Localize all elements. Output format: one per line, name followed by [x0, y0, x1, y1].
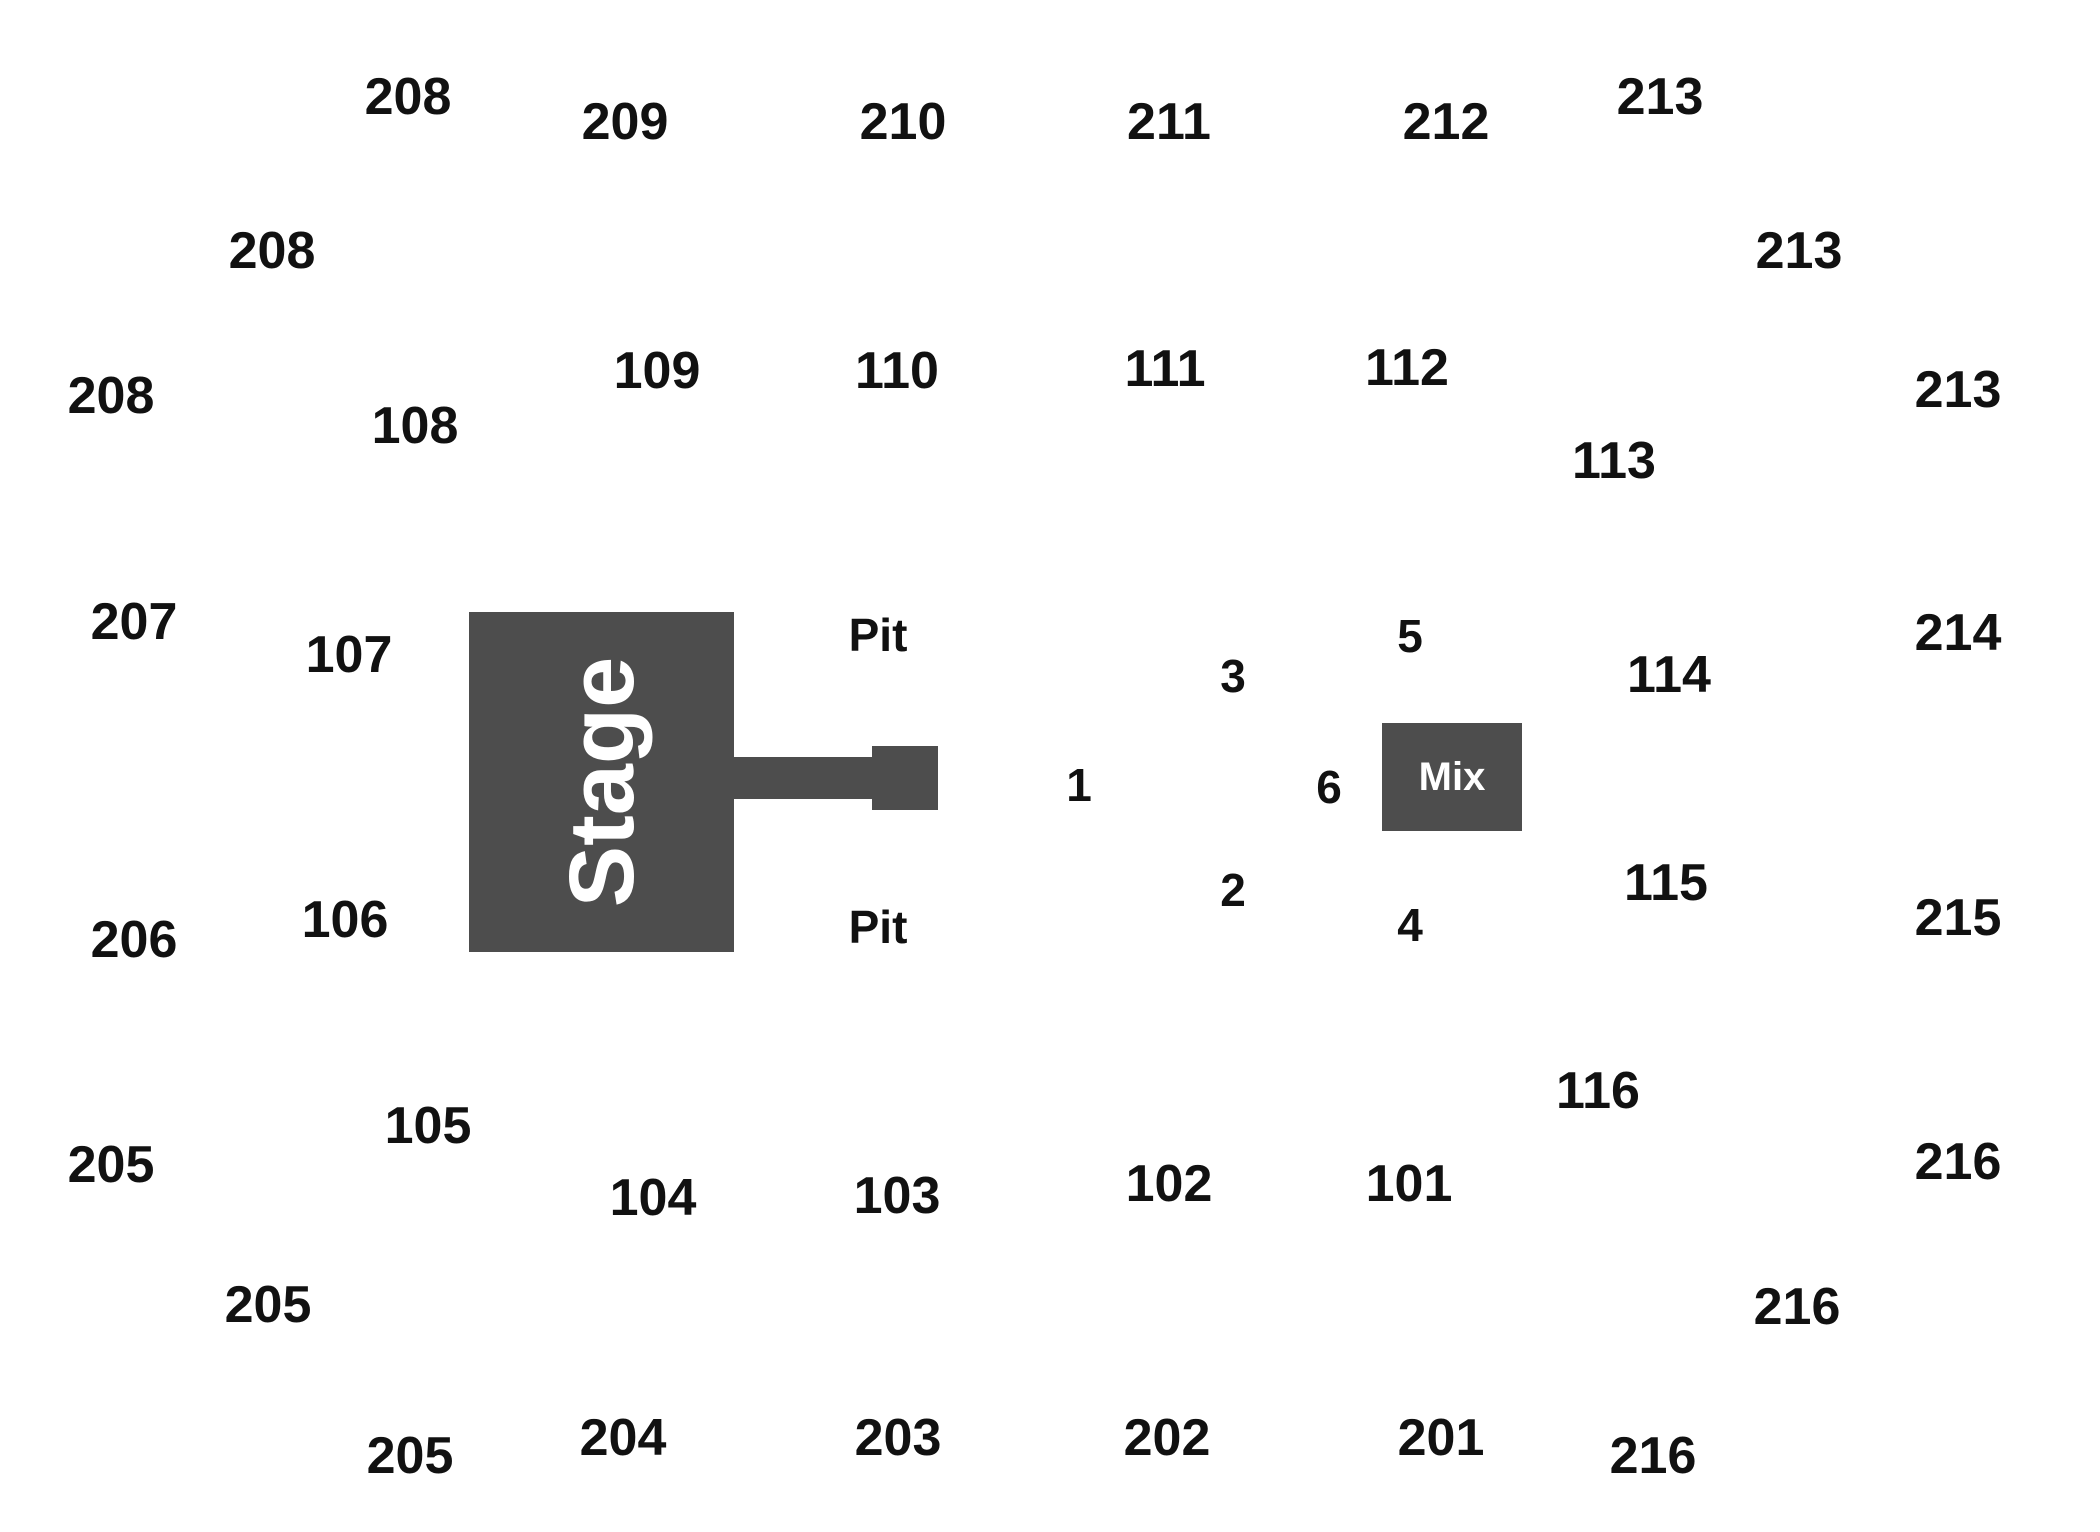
pit-label-bottom[interactable]: Pit [848, 901, 908, 953]
section-103[interactable]: 103 [853, 1167, 941, 1225]
section-201[interactable]: 201 [1397, 1409, 1485, 1467]
section-208-c[interactable]: 208 [67, 367, 155, 425]
section-206[interactable]: 206 [90, 911, 178, 969]
floor-section-4[interactable]: 4 [1397, 899, 1423, 951]
stage-runway [732, 757, 874, 799]
floor-section-5[interactable]: 5 [1397, 610, 1423, 662]
section-209[interactable]: 209 [581, 93, 669, 151]
floor-section-6[interactable]: 6 [1316, 761, 1342, 813]
section-216-b[interactable]: 216 [1753, 1278, 1841, 1336]
floor-section-3[interactable]: 3 [1220, 650, 1246, 702]
section-106[interactable]: 106 [301, 891, 389, 949]
section-208-b[interactable]: 208 [228, 222, 316, 280]
mix-booth: Mix [1382, 723, 1522, 831]
section-207[interactable]: 207 [90, 593, 178, 651]
section-116[interactable]: 116 [1556, 1062, 1640, 1120]
section-114[interactable]: 114 [1627, 646, 1711, 704]
section-213-c[interactable]: 213 [1914, 361, 2002, 419]
section-113[interactable]: 113 [1572, 432, 1656, 490]
section-214[interactable]: 214 [1914, 604, 2002, 662]
section-205-b[interactable]: 205 [224, 1276, 312, 1334]
section-212[interactable]: 212 [1402, 93, 1490, 151]
section-211[interactable]: 211 [1127, 93, 1211, 151]
section-110[interactable]: 110 [855, 342, 939, 400]
section-216-a[interactable]: 216 [1914, 1133, 2002, 1191]
section-216-c[interactable]: 216 [1609, 1427, 1697, 1485]
section-213-a[interactable]: 213 [1616, 68, 1704, 126]
floor-section-2[interactable]: 2 [1220, 864, 1246, 916]
stage[interactable]: Stage [469, 612, 734, 952]
section-215[interactable]: 215 [1914, 889, 2002, 947]
section-104[interactable]: 104 [609, 1169, 697, 1227]
section-205-c[interactable]: 205 [366, 1427, 454, 1485]
section-105[interactable]: 105 [384, 1097, 472, 1155]
section-213-b[interactable]: 213 [1755, 222, 1843, 280]
section-107[interactable]: 107 [305, 626, 393, 684]
section-102[interactable]: 102 [1125, 1155, 1213, 1213]
section-115[interactable]: 115 [1624, 854, 1708, 912]
section-112[interactable]: 112 [1365, 339, 1449, 397]
section-111[interactable]: 111 [1124, 340, 1206, 398]
pit-label-top[interactable]: Pit [848, 609, 908, 661]
section-203[interactable]: 203 [854, 1409, 942, 1467]
section-210[interactable]: 210 [859, 93, 947, 151]
section-204[interactable]: 204 [579, 1409, 667, 1467]
section-109[interactable]: 109 [613, 342, 701, 400]
section-202[interactable]: 202 [1123, 1409, 1211, 1467]
stage-label: Stage [550, 656, 653, 908]
floor-section-1[interactable]: 1 [1066, 759, 1092, 811]
mix-label: Mix [1418, 755, 1486, 799]
section-101[interactable]: 101 [1365, 1155, 1453, 1213]
stage-thrust[interactable] [872, 746, 938, 810]
section-205-a[interactable]: 205 [67, 1136, 155, 1194]
section-208-a[interactable]: 208 [364, 68, 452, 126]
section-108[interactable]: 108 [371, 397, 459, 455]
